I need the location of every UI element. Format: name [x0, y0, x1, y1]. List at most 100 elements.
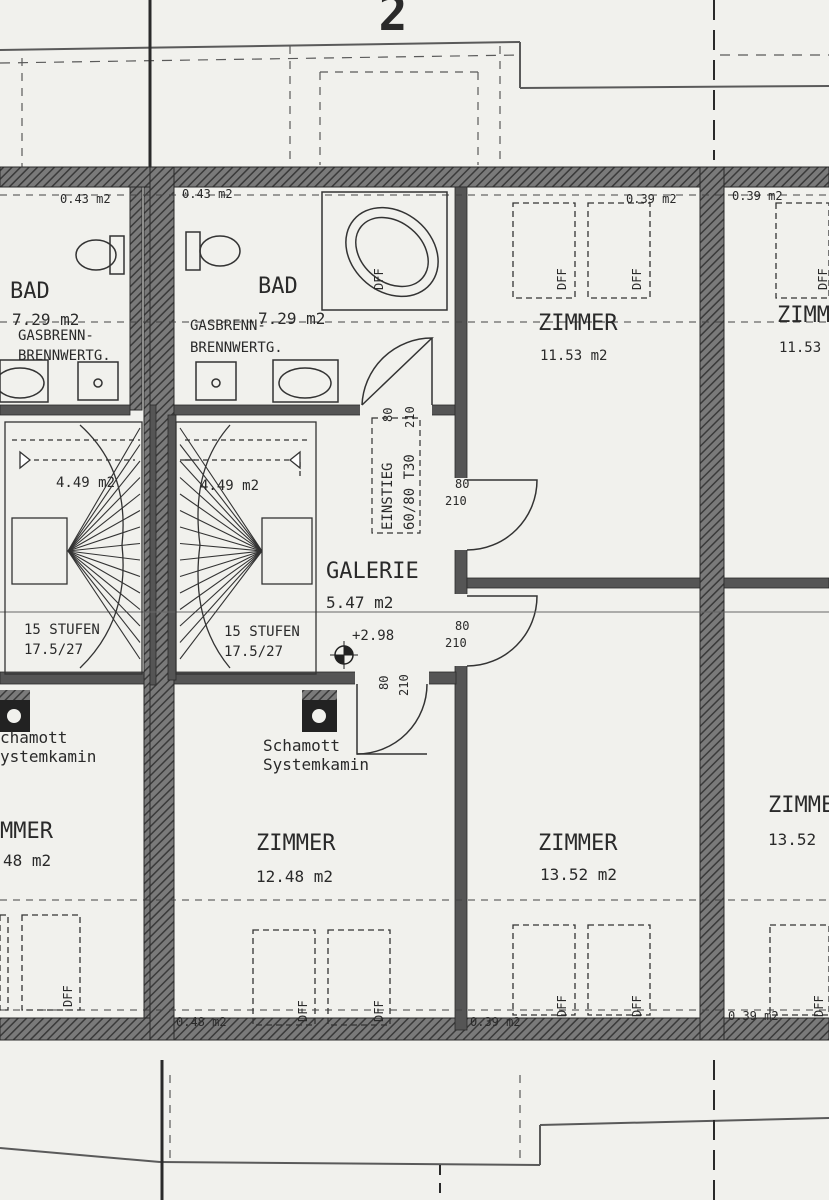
room-bad-left-area: 7.29 m2: [12, 310, 79, 329]
stair-tread: [67, 550, 141, 561]
stair-tread: [179, 550, 263, 561]
room-zimmer-top-right-area: 11.53: [779, 340, 821, 356]
stair-tread: [179, 444, 263, 552]
niche-area-2: 0.43 m2: [182, 187, 233, 201]
dff-label: DFF: [555, 268, 569, 290]
niche-area-5: 0.48 m2: [176, 1015, 227, 1029]
hatch-line1: EINSTIEG: [380, 463, 396, 530]
chimney-main-line2: Systemkamin: [263, 755, 369, 774]
room-zimmer-bottom-mid-name: ZIMMER: [538, 831, 618, 856]
stair-main-size: 17.5/27: [224, 644, 283, 660]
dff-label: DFF: [812, 995, 826, 1017]
door-bad-width: 80: [381, 408, 395, 422]
stair-tread: [179, 550, 263, 578]
stair-tread: [67, 550, 141, 610]
party-walls: [148, 0, 715, 1200]
stair-tread: [67, 460, 141, 552]
stair-tread: [179, 510, 263, 552]
stair-tread: [67, 550, 141, 660]
stair-tread: [179, 550, 263, 610]
attic-hatch-outline: [371, 417, 421, 534]
stair-tread: [179, 493, 263, 552]
stair-tread: [179, 526, 263, 552]
gas-main-line2: BRENNWERTG.: [190, 340, 283, 356]
door-zimmer-top-width: 80: [455, 477, 469, 491]
stair-treads: [67, 427, 263, 660]
dff-label: DFF: [630, 268, 644, 290]
niche-area-1: 0.43 m2: [60, 192, 111, 206]
toilet-main-icon: [185, 231, 241, 271]
chimney-left-line1: chamott: [0, 728, 67, 747]
stair-tread: [67, 542, 141, 552]
stair-tread: [179, 460, 263, 552]
dff-label: DFF: [372, 268, 386, 290]
stair-tread: [67, 477, 141, 552]
chimney-main-icon: [302, 690, 337, 732]
stair-tread: [67, 550, 141, 643]
stair-left-area: 4.49 m2: [56, 475, 115, 491]
bathtub: [321, 191, 448, 311]
door-zimmer-mid-width: 80: [455, 619, 469, 633]
door-swings: [356, 337, 538, 755]
sink-left-icon: [0, 359, 119, 403]
stair-main-area: 4.49 m2: [200, 478, 259, 494]
hatch-line2: 60/80 T30: [402, 454, 418, 530]
level-marker-icon: [330, 641, 358, 669]
stair-tread: [179, 477, 263, 552]
room-galerie-name: GALERIE: [326, 559, 419, 584]
roof-outline-top: [0, 41, 829, 170]
stair-tread: [179, 550, 263, 627]
chimney-left-icon: [0, 690, 30, 732]
dff-label: DFF: [61, 985, 75, 1007]
chimney-main-line1: Schamott: [263, 736, 340, 755]
toilet-left-icon: [75, 235, 125, 275]
stair-tread: [179, 542, 263, 552]
stair-left-size: 17.5/27: [24, 642, 83, 658]
room-zimmer-top-name: ZIMMER: [538, 311, 618, 336]
room-zimmer-bottom-left-name: MMER: [0, 819, 54, 844]
stair-main-steps: 15 STUFEN: [224, 624, 300, 640]
room-galerie-area: 5.47 m2: [326, 593, 393, 612]
niche-area-6: 0.39 m2: [470, 1015, 521, 1029]
room-zimmer-bottom-right-name: ZIMME: [768, 793, 829, 818]
door-zimmer-mid-height: 210: [445, 636, 467, 650]
door-zimmer-bottom-width: 80: [377, 676, 391, 690]
gas-left-line1: GASBRENN-: [18, 328, 94, 344]
room-bad-left-name: BAD: [10, 279, 50, 304]
roof-outline-bottom: [0, 1075, 829, 1166]
niche-area-3: 0.39 m2: [626, 192, 677, 206]
gas-main-line1: GASBRENN-: [190, 318, 266, 334]
gas-left-line2: BRENNWERTG.: [18, 348, 111, 364]
stair-tread: [67, 427, 141, 552]
chimney-left-line2: ystemkamin: [0, 747, 96, 766]
room-zimmer-top-right-name: ZIMM: [777, 303, 829, 328]
stair-tread: [67, 550, 141, 627]
stair-tread: [179, 550, 263, 594]
room-zimmer-bottom-mid-area: 13.52 m2: [540, 865, 617, 884]
stair-tread: [179, 427, 263, 552]
stair-left-steps: 15 STUFEN: [24, 622, 100, 638]
door-zimmer-top-height: 210: [445, 494, 467, 508]
dff-label: DFF: [372, 1000, 386, 1022]
room-zimmer-bottom-left-area: 48 m2: [3, 851, 51, 870]
outer-walls: [0, 166, 829, 1041]
dff-label: DFF: [555, 995, 569, 1017]
door-openings: [355, 403, 469, 686]
door-bad-height: 210: [403, 406, 417, 428]
room-zimmer-bottom-right-area: 13.52: [768, 830, 816, 849]
stair-main: [175, 421, 317, 675]
slope-lines: [0, 194, 829, 1011]
room-bad-main-name: BAD: [258, 274, 298, 299]
niche-area-4: 0.39 m2: [732, 189, 783, 203]
room-zimmer-bottom-main-name: ZIMMER: [256, 831, 336, 856]
dff-labels: DFF DFF DFF DFF DFF DFF DFF DFF DFF DFF: [61, 268, 829, 1022]
stair-tread: [67, 444, 141, 552]
stair-tread: [67, 550, 141, 594]
sink-main-icon: [195, 359, 339, 403]
stair-left: [4, 421, 143, 675]
stair-tread: [67, 493, 141, 552]
stair-tread: [67, 550, 141, 578]
stair-tread: [67, 510, 141, 552]
roof-windows: [0, 202, 829, 1026]
